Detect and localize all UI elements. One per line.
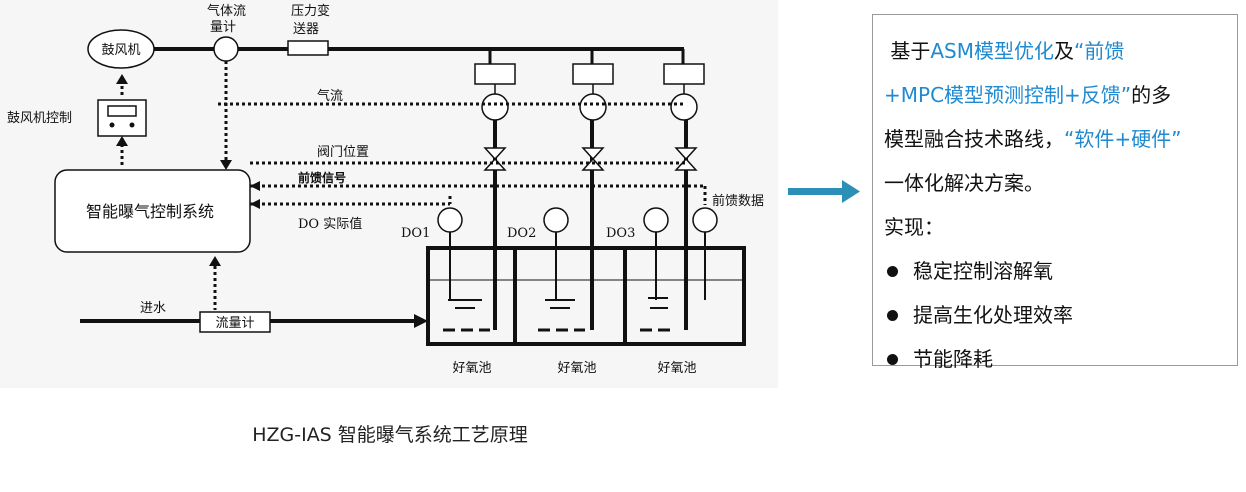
diagram-caption: HZG-IAS 智能曝气系统工艺原理 xyxy=(252,424,528,446)
control-system-label: 智能曝气控制系统 xyxy=(86,202,214,221)
airflow-sensor-1 xyxy=(481,93,509,121)
panel-line-5: 实现： xyxy=(884,215,944,239)
do3-label: DO3 xyxy=(606,226,635,241)
gas-flowmeter-label-2: 量计 xyxy=(210,20,236,35)
feedforward-signal-label: 前馈信号 xyxy=(298,170,346,185)
panel-line-2: +MPC模型预测控制+反馈”的多 xyxy=(884,83,1172,107)
panel-line-1: 基于ASM模型优化及“前馈 xyxy=(890,39,1125,63)
do-sensor-3 xyxy=(643,207,669,233)
panel-line-3: 模型融合技术路线，“软件+硬件” xyxy=(884,127,1182,151)
benefit-list: 稳定控制溶解氧 提高生化处理效率 节能降耗 xyxy=(884,249,1227,381)
airflow-sensor-3 xyxy=(670,93,698,121)
pressure-transmitter-label-1: 压力变 xyxy=(291,3,330,19)
list-item: 提高生化处理效率 xyxy=(884,293,1227,337)
aeration-process-diagram: 鼓风机 气体流 量计 压力变 送器 鼓风机控制 气流 阀门位置 前馈信号 DO … xyxy=(0,0,778,388)
actuator-2 xyxy=(572,63,614,85)
gas-flowmeter-label-1: 气体流 xyxy=(207,3,246,19)
bullet-icon xyxy=(887,309,898,321)
do1-label: DO1 xyxy=(401,226,430,241)
feedforward-sensor xyxy=(692,207,718,233)
valve-position-label: 阀门位置 xyxy=(317,145,369,160)
inlet-water-label: 进水 xyxy=(140,301,166,316)
arrow-right-icon xyxy=(788,180,860,203)
blower xyxy=(87,29,155,69)
list-item: 节能降耗 xyxy=(884,337,1227,381)
airflow-label: 气流 xyxy=(317,88,343,104)
actuator-1 xyxy=(474,63,516,85)
flowmeter xyxy=(199,311,271,333)
tank-label-2: 好氧池 xyxy=(557,361,596,376)
list-item: 稳定控制溶解氧 xyxy=(884,249,1227,293)
panel-line-4: 一体化解决方案。 xyxy=(884,171,1044,195)
flowmeter-label: 流量计 xyxy=(215,316,254,331)
blower-control-label: 鼓风机控制 xyxy=(7,111,72,126)
aerobic-tanks xyxy=(426,246,746,346)
airflow-sensor-2 xyxy=(579,93,607,121)
do2-label: DO2 xyxy=(507,226,536,241)
feedforward-data-label: 前馈数据 xyxy=(712,193,764,209)
do-sensor-2 xyxy=(543,207,569,233)
blower-label: 鼓风机 xyxy=(101,43,140,58)
valve-3 xyxy=(674,147,698,171)
do-actual-label: DO 实际值 xyxy=(298,216,362,232)
actuator-3 xyxy=(663,63,705,85)
pressure-transmitter-label-2: 送器 xyxy=(293,22,319,37)
gas-flowmeter xyxy=(213,36,239,62)
tank-label-1: 好氧池 xyxy=(452,361,491,376)
tank-label-3: 好氧池 xyxy=(657,361,696,376)
solution-panel: 基于ASM模型优化及“前馈 +MPC模型预测控制+反馈”的多 模型融合技术路线，… xyxy=(872,14,1238,371)
control-system-box xyxy=(54,169,251,253)
do-sensor-1 xyxy=(437,207,463,233)
pressure-transmitter xyxy=(287,40,329,56)
bullet-icon xyxy=(887,265,898,277)
bullet-icon xyxy=(887,353,898,365)
